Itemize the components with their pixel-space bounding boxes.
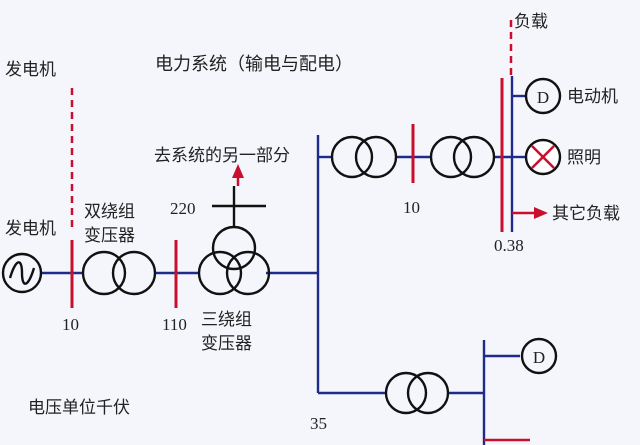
voltage-35: 35 (310, 414, 327, 433)
generator-top-label: 发电机 (5, 60, 56, 80)
other-loads-arrow (512, 207, 548, 219)
three-winding-transformer-symbol (197, 186, 271, 296)
lower-transformer-symbol (384, 371, 450, 415)
two-winding-transformer-symbol (81, 250, 157, 296)
voltage-038: 0.38 (494, 236, 524, 255)
transformer-1-label: 变压器 (84, 226, 135, 246)
other-loads-label: 其它负载 (552, 204, 620, 224)
lighting-symbol (524, 138, 562, 176)
motor2-symbol: D (520, 337, 558, 375)
voltage-10-dist: 10 (403, 198, 420, 217)
voltage-110: 110 (162, 315, 187, 334)
motor-letter: D (537, 88, 549, 107)
three-winding-label: 三绕组 (201, 310, 252, 330)
diagram-title: 电力系统（输电与配电） (155, 54, 353, 75)
to-system-label: 去系统的另一部分 (154, 146, 290, 166)
motor-symbol: D (524, 77, 562, 115)
transformer-2-label: 变压器 (201, 334, 252, 354)
voltage-220: 220 (170, 199, 196, 218)
top-transformer-2-symbol (429, 135, 496, 179)
top-transformer-1-symbol (330, 135, 398, 179)
lighting-label: 照明 (567, 148, 601, 168)
unit-note: 电压单位千伏 (28, 398, 130, 418)
motor2-letter: D (533, 348, 545, 367)
generator-label: 发电机 (5, 219, 56, 239)
motor-label: 电动机 (567, 87, 618, 107)
two-winding-label: 双绕组 (84, 202, 135, 222)
load-top-label: 负载 (514, 12, 548, 32)
to-system-arrow (232, 164, 244, 186)
voltage-10-gen: 10 (62, 315, 79, 334)
generator-symbol (1, 252, 43, 294)
